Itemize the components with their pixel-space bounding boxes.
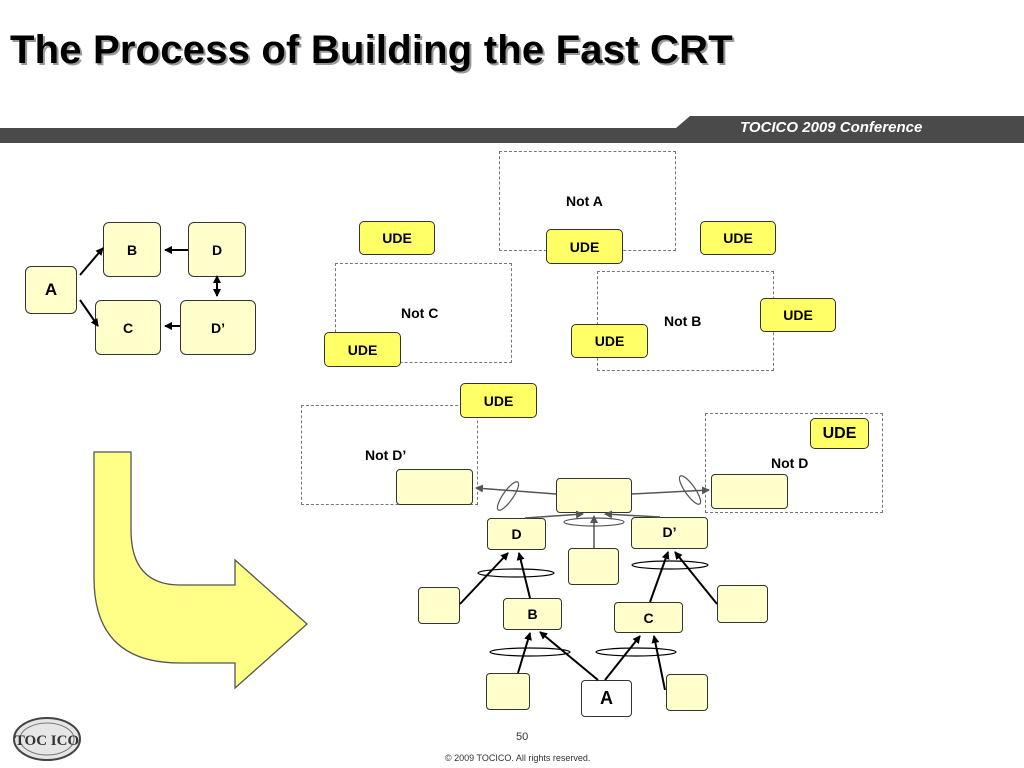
tocico-logo: TOC ICO (13, 717, 81, 761)
copyright-text: © 2009 TOCICO. All rights reserved. (445, 753, 591, 763)
ude-box: UDE (760, 298, 836, 332)
header-bar-slant (676, 116, 690, 128)
node-a: A (25, 266, 77, 314)
blank-node (711, 474, 788, 509)
ude-box: UDE (546, 229, 623, 264)
node-b: B (503, 598, 562, 630)
not-d-prime-label: Not D’ (365, 447, 407, 463)
node-d: D (487, 518, 546, 550)
not-d-label: Not D (771, 455, 809, 471)
not-d-prime-box (301, 405, 478, 505)
ude-box: UDE (359, 221, 435, 255)
not-c-box (335, 263, 512, 363)
not-a-label: Not A (566, 193, 603, 209)
not-d-box (705, 413, 883, 513)
ude-box: UDE (810, 418, 869, 449)
not-c-label: Not C (401, 305, 439, 321)
blank-node (418, 587, 460, 624)
blank-node (396, 469, 473, 505)
node-a: A (581, 680, 632, 717)
not-b-label: Not B (664, 313, 702, 329)
svg-text:TOC ICO: TOC ICO (15, 733, 79, 749)
header-bar-tab (690, 116, 1024, 143)
ude-box: UDE (460, 383, 537, 418)
slide-title: The Process of Building the Fast CRT (10, 28, 733, 72)
blank-node (666, 674, 708, 711)
blank-node (486, 673, 530, 710)
node-c: C (95, 300, 161, 355)
blank-node (556, 478, 632, 513)
node-b: B (103, 222, 161, 277)
ude-box: UDE (571, 324, 648, 358)
page-number: 50 (516, 731, 529, 743)
node-d-prime: D’ (180, 300, 256, 355)
node-c: C (614, 602, 683, 633)
ude-box: UDE (700, 221, 776, 255)
blank-node (568, 548, 619, 585)
conference-label: TOCICO 2009 Conference (740, 119, 923, 136)
ude-box: UDE (324, 332, 401, 367)
blank-node (717, 585, 768, 623)
node-d-prime: D’ (631, 517, 708, 549)
node-d: D (188, 222, 246, 277)
